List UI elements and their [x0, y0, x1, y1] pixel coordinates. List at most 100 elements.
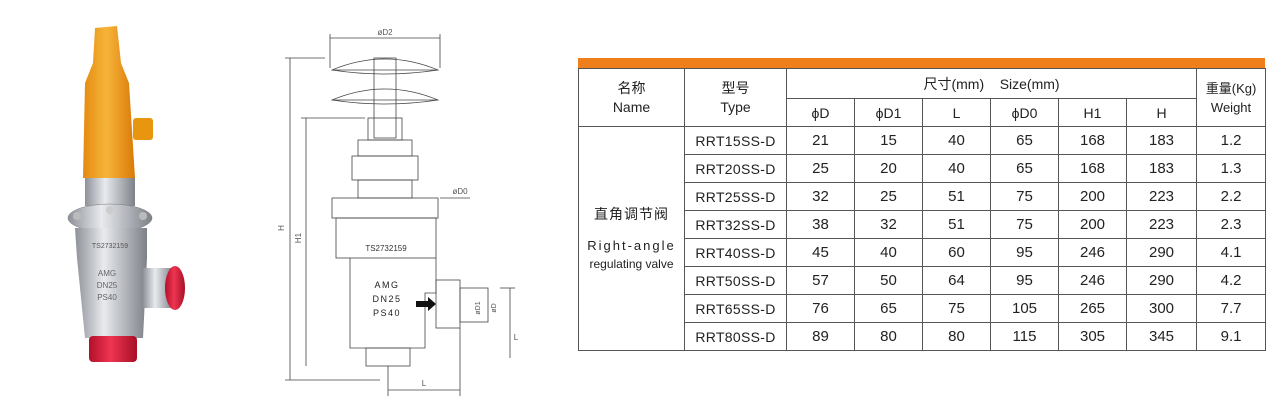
cell-l: 80 [922, 322, 991, 351]
cell-d0: 105 [990, 294, 1059, 323]
cell-d1: 15 [854, 126, 923, 155]
cell-d1: 80 [854, 322, 923, 351]
cell-h: 183 [1125, 154, 1198, 183]
cell-h: 223 [1125, 210, 1198, 239]
cell-h1: 246 [1058, 238, 1127, 267]
table-accent-bar [578, 58, 1265, 68]
cell-d0: 65 [990, 154, 1059, 183]
cell-d: 38 [786, 210, 855, 239]
cell-d: 25 [786, 154, 855, 183]
cell-type: RRT32SS-D [684, 210, 787, 239]
dim-d2-label: øD2 [377, 28, 393, 37]
drawing-mark-dn: DN25 [372, 294, 401, 304]
header-col-h1: H1 [1058, 98, 1127, 127]
cell-d1: 25 [854, 182, 923, 211]
handwheel-bottom [330, 88, 440, 105]
flow-arrow-icon [416, 297, 436, 311]
cell-h: 290 [1125, 238, 1198, 267]
cell-d: 76 [786, 294, 855, 323]
cell-h: 290 [1125, 266, 1198, 295]
cell-h: 183 [1125, 126, 1198, 155]
cell-h1: 246 [1058, 266, 1127, 295]
cell-d0: 75 [990, 210, 1059, 239]
header-weight-cn: 重量(Kg) [1205, 80, 1257, 96]
cell-l: 60 [922, 238, 991, 267]
header-weight: 重量(Kg) Weight [1196, 68, 1267, 127]
cell-d: 57 [786, 266, 855, 295]
cell-d: 45 [786, 238, 855, 267]
photo-mark-ps: PS40 [97, 293, 117, 302]
cell-h1: 265 [1058, 294, 1127, 323]
cell-l: 75 [922, 294, 991, 323]
cell-weight: 2.2 [1196, 182, 1267, 211]
spec-table: 名称 Name 型号 Type 尺寸(mm) Size(mm) 重量(Kg) W… [578, 68, 1267, 351]
header-type-en: Type [720, 98, 751, 115]
cell-type: RRT15SS-D [684, 126, 787, 155]
table-row: RRT80SS-D 89 80 80 115 305 345 9.1 [579, 322, 1267, 351]
cell-d1: 65 [854, 294, 923, 323]
cell-d: 32 [786, 182, 855, 211]
cell-weight: 4.1 [1196, 238, 1267, 267]
table-row: RRT50SS-D 57 50 64 95 246 290 4.2 [579, 266, 1267, 295]
cell-d1: 40 [854, 238, 923, 267]
dim-l-side-label: L [514, 333, 519, 342]
header-size-cn: 尺寸(mm) [923, 75, 985, 92]
cap-shape [83, 26, 135, 178]
cell-d1: 20 [854, 154, 923, 183]
header-type-cn: 型号 [721, 79, 750, 96]
cell-weight: 1.3 [1196, 154, 1267, 183]
product-name-cell: 直角调节阀 Right-angle regulating valve [578, 126, 685, 351]
header-name-en: Name [612, 98, 651, 115]
cell-h: 345 [1125, 322, 1198, 351]
header-size-en: Size(mm) [999, 75, 1060, 92]
cell-d0: 75 [990, 182, 1059, 211]
technical-drawing-graphic: øD2 øD0 H H1 øD1 øD L L TS2732159 AMG DN… [277, 28, 519, 396]
product-name-en-1: Right-angle [587, 237, 676, 253]
valve-photo: TS2732159 AMG DN25 PS40 [55, 18, 205, 378]
cell-weight: 2.3 [1196, 210, 1267, 239]
dim-d1-label: øD1 [475, 301, 482, 314]
header-size: 尺寸(mm) Size(mm) [785, 68, 1198, 99]
cell-type: RRT65SS-D [684, 294, 787, 323]
technical-drawing: øD2 øD0 H H1 øD1 øD L L TS2732159 AMG DN… [270, 18, 530, 398]
header-name-cn: 名称 [617, 79, 646, 96]
cell-type: RRT80SS-D [684, 322, 787, 351]
header-col-l: L [922, 98, 991, 127]
cell-h: 223 [1125, 182, 1198, 211]
valve-body [75, 228, 147, 338]
dim-l-bottom-label: L [422, 379, 427, 388]
dim-h-label: H [277, 225, 286, 231]
cell-h1: 168 [1058, 126, 1127, 155]
cell-l: 51 [922, 182, 991, 211]
header-col-h: H [1125, 98, 1198, 127]
dim-d-label: øD [491, 303, 498, 312]
cell-d: 21 [786, 126, 855, 155]
cell-d: 89 [786, 322, 855, 351]
bolt-1 [73, 212, 81, 220]
cell-d0: 95 [990, 266, 1059, 295]
cell-d0: 115 [990, 322, 1059, 351]
cell-weight: 1.2 [1196, 126, 1267, 155]
cell-weight: 9.1 [1196, 322, 1267, 351]
cell-d0: 65 [990, 126, 1059, 155]
bottom-port-cap [89, 336, 137, 362]
cell-l: 51 [922, 210, 991, 239]
photo-body-code: TS2732159 [92, 243, 128, 250]
cell-h1: 168 [1058, 154, 1127, 183]
cell-h1: 305 [1058, 322, 1127, 351]
header-name: 名称 Name [578, 68, 685, 127]
table-row: RRT25SS-D 32 25 51 75 200 223 2.2 [579, 182, 1267, 211]
cell-type: RRT25SS-D [684, 182, 787, 211]
bolt-3 [139, 212, 147, 220]
cell-h1: 200 [1058, 182, 1127, 211]
cell-h: 300 [1125, 294, 1198, 323]
drawing-mark-brand: AMG [374, 280, 399, 290]
product-name-cn: 直角调节阀 [594, 205, 669, 222]
header-type: 型号 Type [684, 68, 787, 127]
cell-l: 64 [922, 266, 991, 295]
drawing-mark-ps: PS40 [373, 308, 401, 318]
table-row: RRT65SS-D 76 65 75 105 265 300 7.7 [579, 294, 1267, 323]
cell-h1: 200 [1058, 210, 1127, 239]
cap-lug [133, 118, 153, 140]
cell-type: RRT50SS-D [684, 266, 787, 295]
